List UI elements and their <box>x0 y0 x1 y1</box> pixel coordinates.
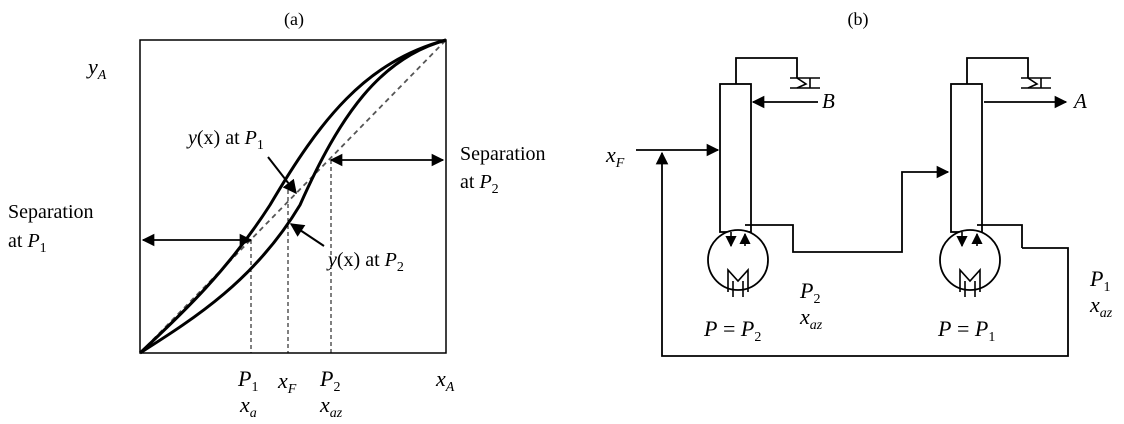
panel-b: (b) B xF <box>605 9 1113 357</box>
col1-overhead-line <box>735 57 798 84</box>
product-a-label: A <box>1072 89 1087 113</box>
col2-condenser-icon <box>1021 77 1051 89</box>
stream-mid-composition: xaz <box>799 304 823 333</box>
col2-overhead-line <box>966 57 1029 84</box>
col1-condenser-icon <box>790 77 820 89</box>
stream-right-pressure: P1 <box>1089 266 1110 295</box>
x-axis-label: xA <box>435 366 455 395</box>
tick-p1: P1 <box>237 366 258 395</box>
panel-b-label: (b) <box>848 9 869 30</box>
column-2 <box>950 83 983 233</box>
reboiler-1-heater-icon <box>727 267 749 297</box>
y-axis-label: yA <box>86 54 107 83</box>
col2-pressure-label: P = P1 <box>937 316 995 345</box>
diagonal-line <box>139 39 447 354</box>
curve-p1-label: y(x) at P1 <box>186 127 264 153</box>
curve-p1-pointer <box>267 156 297 195</box>
curve-p2-pointer <box>289 223 325 247</box>
product-b-label: B <box>822 89 835 113</box>
recycle-line <box>655 151 1069 357</box>
curve-p2 <box>139 38 447 355</box>
stream-mid-pressure: P2 <box>799 278 820 307</box>
tick-xaz: xaz <box>319 392 343 421</box>
col1-pressure-label: P = P2 <box>703 316 761 345</box>
panel-a-label: (a) <box>284 9 304 30</box>
tick-p2: P2 <box>319 366 340 395</box>
column-1 <box>719 83 752 233</box>
plot-frame <box>139 39 447 354</box>
col2-side-line <box>977 224 1023 248</box>
feed-label: xF <box>605 142 625 171</box>
reboiler-1 <box>707 229 769 291</box>
separation-p2-line2: at P2 <box>460 171 499 197</box>
stream-right-composition: xaz <box>1089 292 1113 321</box>
reboiler-2-heater-icon <box>959 267 981 297</box>
panel-a: (a) yA y(x) at P1 y(x) at P2 Separation … <box>8 9 546 421</box>
col1-bottoms-to-col2 <box>745 165 950 253</box>
separation-p1-line1: Separation <box>8 201 94 223</box>
separation-p1-line2: at P1 <box>8 230 47 256</box>
reboiler-2 <box>939 229 1001 291</box>
col2-bottoms-line <box>1022 247 1069 268</box>
separation-p2-line1: Separation <box>460 143 546 165</box>
tick-xf: xF <box>277 368 297 397</box>
tick-xa: xa <box>239 392 257 421</box>
curve-p2-label: y(x) at P2 <box>326 249 404 275</box>
curve-p1 <box>138 38 447 355</box>
